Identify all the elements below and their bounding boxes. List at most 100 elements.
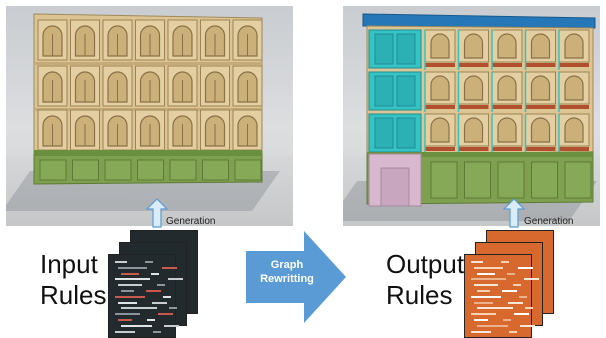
output-building-render: [343, 6, 600, 226]
code-line: [163, 295, 171, 298]
window-arch: [564, 117, 584, 143]
code-line: [153, 330, 161, 333]
base-panel: [169, 159, 197, 181]
graph-rewriting-line1: Graph: [270, 259, 304, 271]
code-line: [474, 284, 498, 287]
window-arch: [463, 33, 484, 59]
red-sill: [559, 105, 589, 109]
code-line: [118, 301, 137, 304]
base-cornice: [367, 152, 593, 157]
base-panel: [497, 161, 525, 199]
code-line: [115, 330, 135, 333]
code-line: [121, 272, 139, 275]
code-line: [477, 324, 508, 327]
base-panel: [464, 161, 491, 199]
red-sill: [425, 147, 455, 151]
cyan-shutter: [396, 117, 416, 149]
window-arch: [530, 117, 551, 143]
window-arch: [530, 75, 551, 101]
code-line: [168, 278, 183, 281]
code-line: [162, 266, 177, 269]
code-line: [477, 272, 495, 275]
red-sill: [425, 63, 455, 67]
output-rules-code-icon: [464, 230, 554, 338]
window-arch: [430, 33, 450, 59]
code-line: [474, 319, 488, 321]
cyan-shutter: [396, 33, 416, 65]
base-panel: [430, 161, 458, 199]
left-generation-label: Generation: [166, 216, 216, 227]
red-sill: [559, 63, 589, 67]
input-rules-label: Input Rules: [40, 249, 106, 311]
output-rules-label: Output Rules: [386, 249, 464, 311]
code-line: [121, 307, 157, 310]
code-line: [118, 319, 132, 321]
right-generation-label: Generation: [524, 216, 574, 227]
code-line: [518, 266, 533, 269]
code-line: [514, 313, 529, 316]
code-line: [121, 290, 134, 292]
code-line: [158, 313, 173, 316]
red-sill: [525, 63, 556, 67]
code-line: [118, 266, 147, 269]
cyan-shutter: [374, 117, 394, 149]
code-line: [524, 278, 539, 281]
code-line: [115, 295, 145, 298]
base-panel: [531, 161, 558, 199]
window-arch: [497, 117, 517, 143]
code-line: [471, 295, 501, 298]
code-line: [121, 324, 152, 327]
code-line: [477, 307, 513, 310]
base-panel: [137, 159, 164, 181]
right-generation-arrow-icon: [503, 198, 525, 228]
red-sill: [492, 63, 522, 67]
window-arch: [497, 33, 517, 59]
window-arch: [463, 75, 484, 101]
base-panel: [104, 159, 132, 181]
input-building-facade: [33, 13, 263, 185]
red-sill: [458, 147, 489, 151]
cyan-shutter: [374, 33, 394, 65]
window-arch: [463, 117, 484, 143]
red-sill: [492, 147, 522, 151]
red-sill: [425, 105, 455, 109]
graph-rewriting-line2: Rewritting: [260, 273, 314, 285]
code-page: [464, 254, 539, 338]
code-line: [471, 278, 506, 281]
code-line: [474, 301, 493, 304]
code-line: [502, 290, 517, 292]
code-line: [145, 261, 153, 263]
input-rules-code-icon: [108, 230, 198, 338]
window-arch: [430, 75, 450, 101]
output-rules-line2: Rules: [386, 280, 453, 310]
base-panel: [72, 159, 99, 181]
code-line: [115, 261, 127, 263]
window-arch: [430, 117, 450, 143]
code-line: [147, 319, 155, 321]
red-sill: [525, 147, 556, 151]
code-line: [525, 307, 533, 310]
graph-rewriting-label: Graph Rewritting: [246, 258, 328, 286]
code-line: [509, 330, 517, 333]
output-rules-line1: Output: [386, 249, 465, 279]
code-line: [152, 301, 167, 304]
base-panel: [202, 159, 229, 181]
window-arch: [530, 33, 551, 59]
pink-door: [380, 167, 410, 207]
code-line: [471, 313, 496, 316]
base-panel: [564, 161, 592, 199]
red-sill: [458, 63, 489, 67]
code-line: [146, 290, 161, 292]
code-line: [169, 307, 177, 310]
code-line: [471, 330, 491, 333]
roof-cornice: [362, 13, 596, 29]
code-line: [519, 295, 527, 298]
code-line: [474, 266, 503, 269]
code-line: [477, 290, 490, 292]
window-arch: [564, 33, 584, 59]
red-sill: [492, 105, 522, 109]
code-line: [115, 278, 150, 281]
input-rules-line2: Rules: [40, 280, 107, 310]
code-line: [118, 284, 142, 287]
base-cornice: [34, 150, 262, 156]
